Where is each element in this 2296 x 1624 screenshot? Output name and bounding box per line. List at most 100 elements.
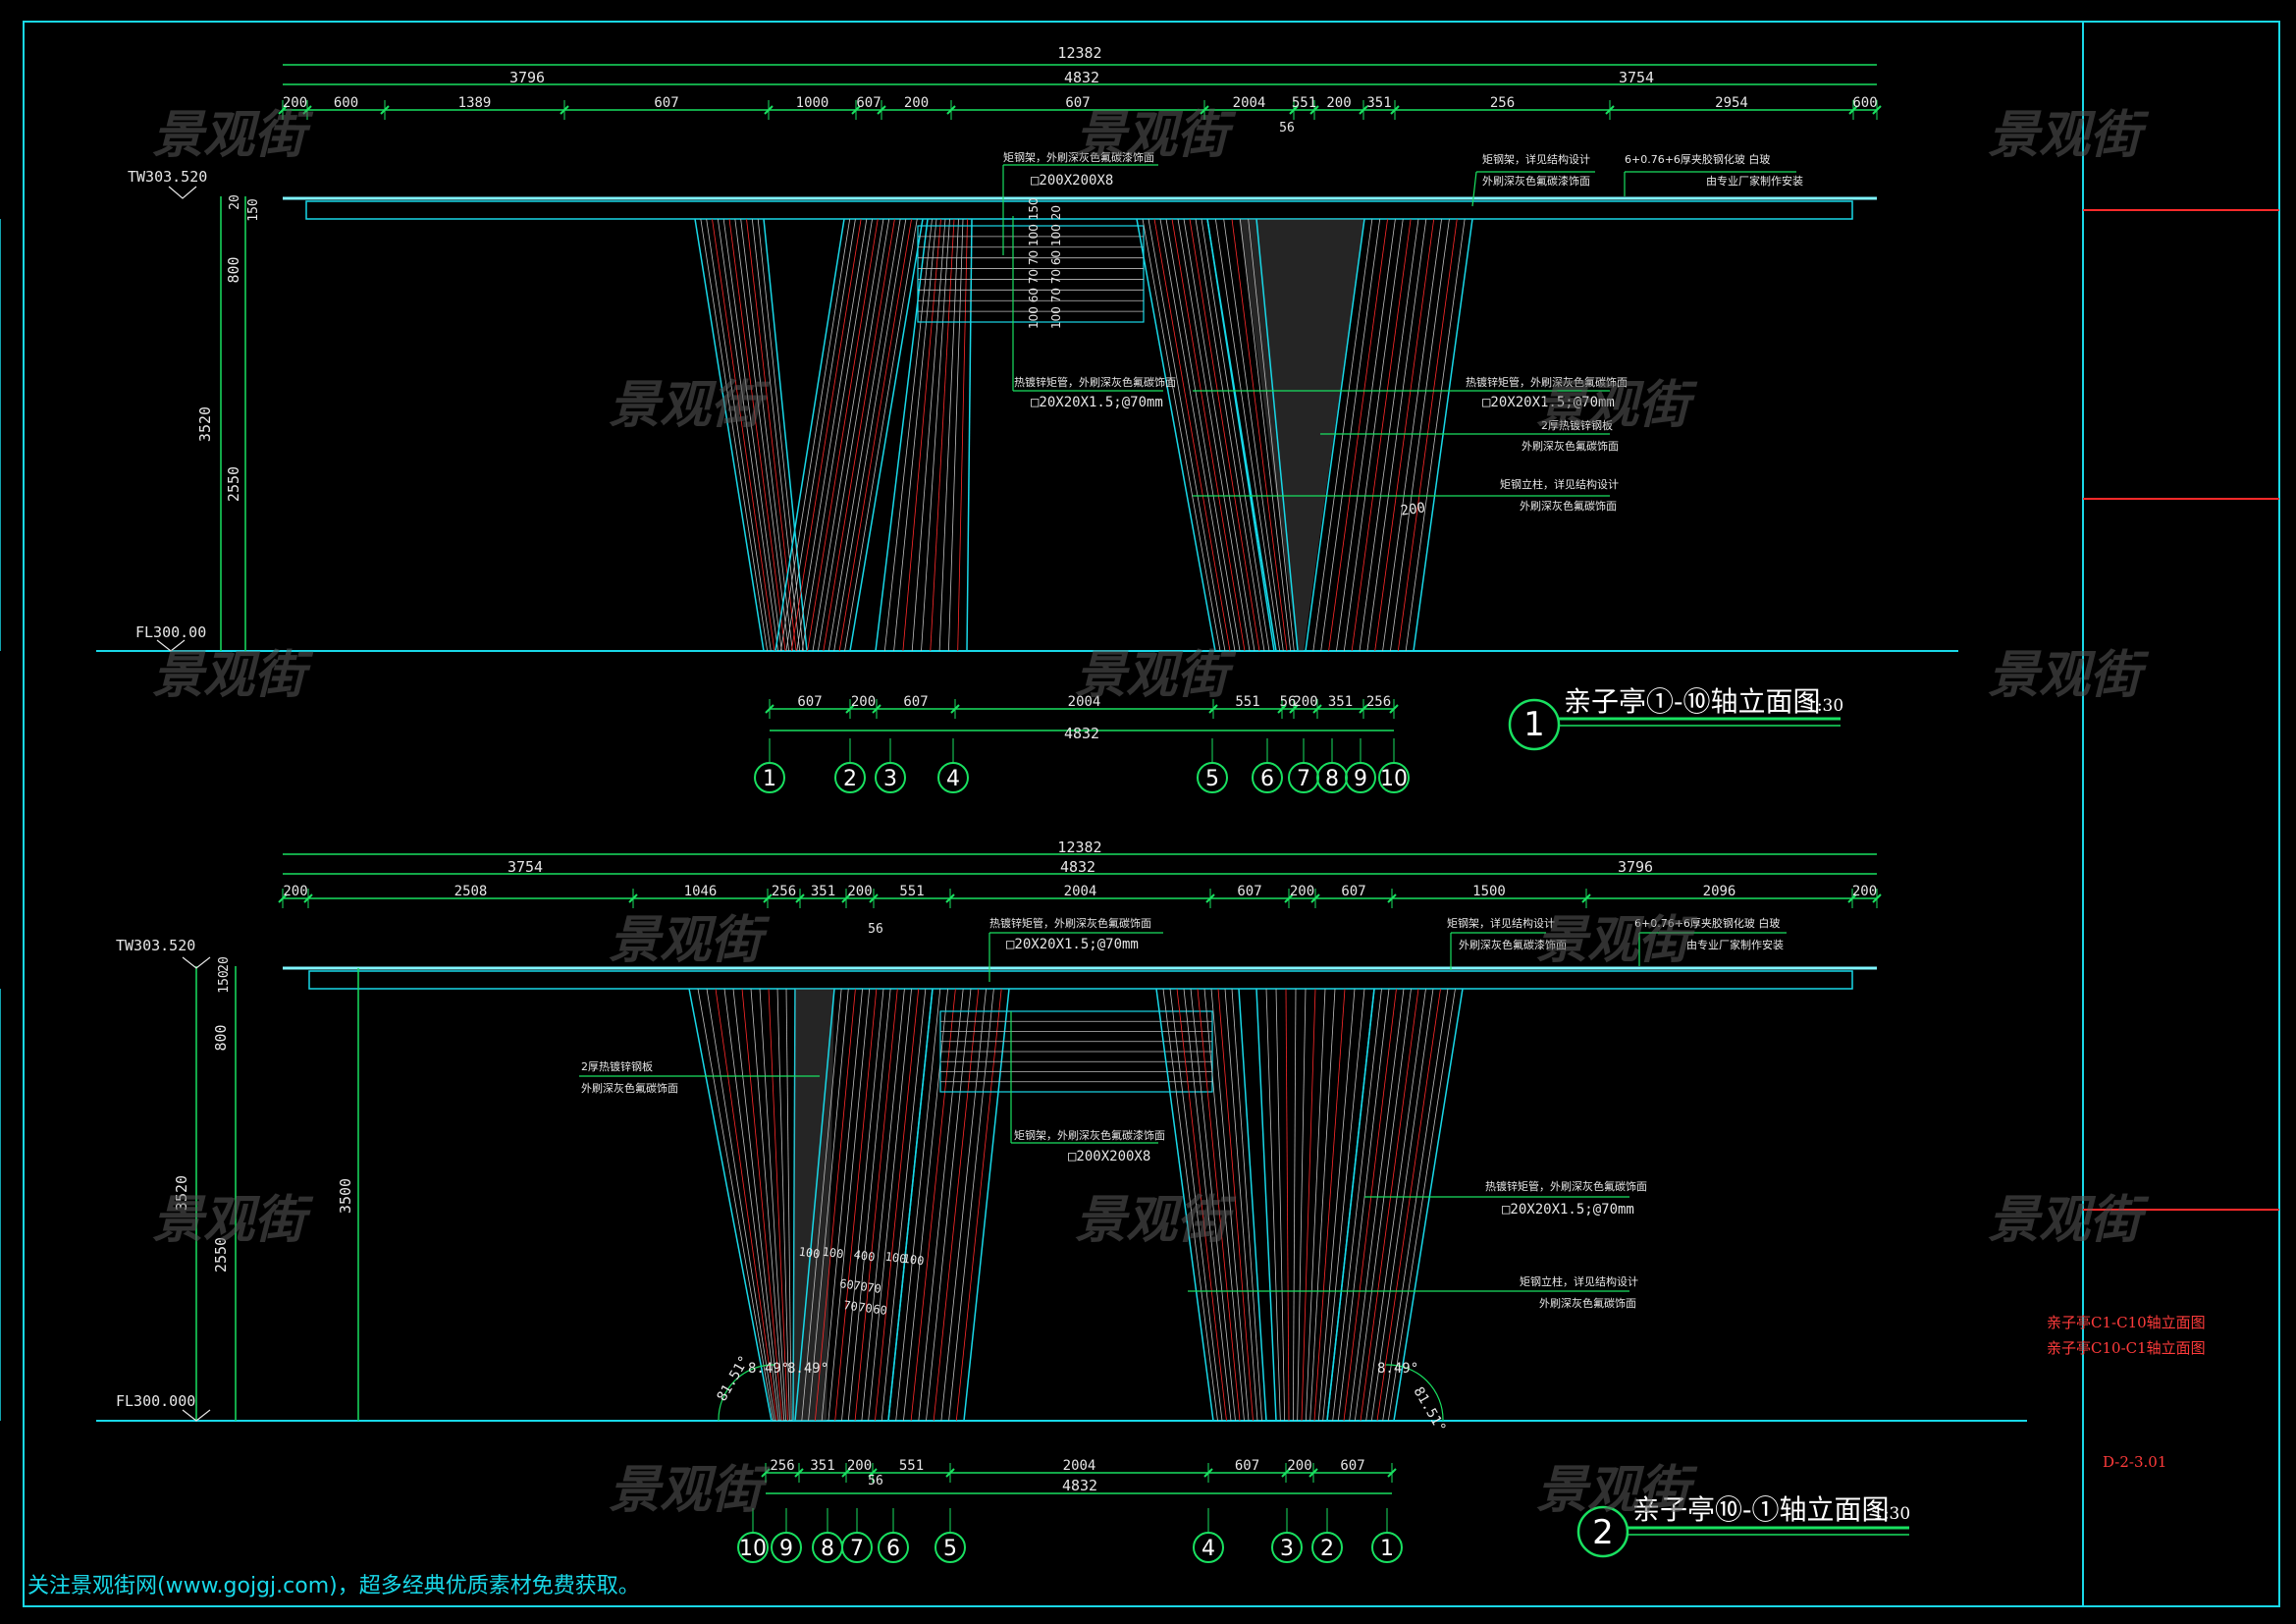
level-top: TW303.520 — [116, 937, 195, 954]
axis-label: 9 — [779, 1537, 793, 1561]
steel-tube — [1265, 988, 1281, 1422]
dim-mid-center: 4832 — [1064, 69, 1099, 86]
steel-tube — [1349, 988, 1405, 1422]
axis-label: 7 — [1297, 767, 1310, 791]
steel-tube — [794, 988, 835, 1422]
dim-value: 351 — [810, 1458, 834, 1474]
steel-tube — [1214, 218, 1281, 652]
dim-value: 551 — [1235, 694, 1259, 710]
steel-tube — [918, 988, 964, 1422]
steel-tube — [1326, 988, 1375, 1422]
axis-bubble — [1345, 762, 1376, 793]
note: □20X20X1.5;@70mm — [1502, 1202, 1634, 1218]
vdim-2550: 2550 — [225, 466, 242, 502]
steel-tube — [911, 218, 946, 652]
axis-bubble — [1371, 1532, 1403, 1563]
steel-tube — [1197, 988, 1241, 1422]
steel-tube — [1313, 988, 1346, 1422]
steel-tube — [844, 218, 918, 652]
dim-value: 1389 — [458, 95, 492, 111]
watermark: 景观街 — [609, 1461, 771, 1520]
steel-tube — [861, 988, 905, 1422]
steel-tube — [1176, 988, 1227, 1422]
dim-value: 200 — [1326, 95, 1351, 111]
steel-tube — [1337, 988, 1390, 1422]
note: 矩钢立柱，详见结构设计 — [1500, 477, 1619, 491]
steel-tube — [838, 218, 912, 652]
axis-label: 2 — [843, 767, 857, 791]
note: 外刷深灰色氟碳饰面 — [1520, 499, 1617, 513]
steel-tube — [1343, 988, 1397, 1422]
steel-tube — [910, 988, 956, 1422]
detail-dim: 400 — [853, 1248, 876, 1265]
steel-tube — [818, 218, 890, 652]
watermark: 景观街 — [1988, 1191, 2150, 1250]
level-marker — [168, 186, 197, 199]
vdim-150: 150 — [246, 198, 261, 221]
steel-tube — [948, 218, 964, 652]
title-badge-number: 1 — [1523, 705, 1545, 744]
dim-total: 12382 — [1057, 44, 1101, 62]
axis-label: 1 — [1380, 1537, 1394, 1561]
steel-tube — [828, 218, 901, 652]
steel-tube — [1370, 988, 1434, 1422]
axis-label: 3 — [883, 767, 897, 791]
dim-value: 607 — [1065, 95, 1090, 111]
steel-tube — [893, 218, 937, 652]
watermarks: 景观街 景观街 景观街 景观街 景观街 景观街 景观街 景观街 景观街 景观街 … — [152, 106, 2150, 1520]
steel-tube — [1322, 988, 1365, 1422]
steel-tube — [807, 218, 879, 652]
dim-mid-left: 3754 — [507, 858, 543, 876]
angle-arc — [1385, 1364, 1444, 1422]
dim-value: 2004 — [1064, 884, 1097, 899]
detail-dim: 100 — [884, 1250, 907, 1267]
note: 矩钢立柱，详见结构设计 — [1520, 1274, 1638, 1288]
steel-tube — [1387, 988, 1456, 1422]
dim-mid-center: 4832 — [1060, 858, 1095, 876]
steel-tube — [1217, 988, 1254, 1422]
dim-value: 200 — [904, 95, 929, 111]
watermark: 景观街 — [1988, 106, 2150, 165]
steel-tube — [790, 218, 862, 652]
axis-label: 4 — [946, 767, 960, 791]
steel-tube — [1190, 988, 1236, 1422]
steel-tube — [881, 988, 927, 1422]
dim-small: 56 — [868, 922, 883, 937]
steel-tube — [1142, 218, 1221, 652]
steel-tube — [1405, 218, 1466, 652]
level-bottom: FL300.00 — [135, 623, 206, 641]
steel-tube — [940, 988, 987, 1422]
dim-total: 12382 — [1057, 839, 1101, 856]
steel-tube — [1153, 218, 1231, 652]
note: □200X200X8 — [1031, 173, 1113, 189]
steel-tube — [963, 988, 1010, 1422]
vdim-2550: 2550 — [212, 1237, 230, 1272]
steel-tube — [966, 218, 973, 652]
dim-bottom-total: 4832 — [1062, 1477, 1097, 1494]
dim-value: 200 — [1290, 884, 1314, 899]
steel-tube — [694, 218, 765, 652]
vdim-3500: 3500 — [337, 1178, 354, 1214]
steel-tube — [1393, 988, 1464, 1422]
note: 外刷深灰色氟碳漆饰面 — [1482, 174, 1590, 188]
note: □20X20X1.5;@70mm — [1482, 395, 1615, 410]
steel-tube — [1231, 988, 1262, 1422]
steel-tube — [1210, 988, 1250, 1422]
axis-bubble — [1197, 762, 1228, 793]
watermark: 景观街 — [152, 646, 314, 705]
dim-value: 600 — [334, 95, 358, 111]
steel-tube — [921, 218, 950, 652]
vdim-150: 150 — [217, 970, 232, 993]
level-marker — [182, 1409, 211, 1422]
vdim-800: 800 — [212, 1024, 230, 1051]
steel-tube — [1169, 988, 1223, 1422]
note: 热镀锌矩管，外刷深灰色氟碳饰面 — [1014, 375, 1176, 389]
dim-value: 2004 — [1233, 95, 1266, 111]
steel-tube — [796, 218, 868, 652]
watermark: 景观街 — [1075, 106, 1237, 165]
steel-tube — [1336, 218, 1396, 652]
dim-value: 256 — [770, 1458, 794, 1474]
roof-beam — [305, 200, 1853, 220]
